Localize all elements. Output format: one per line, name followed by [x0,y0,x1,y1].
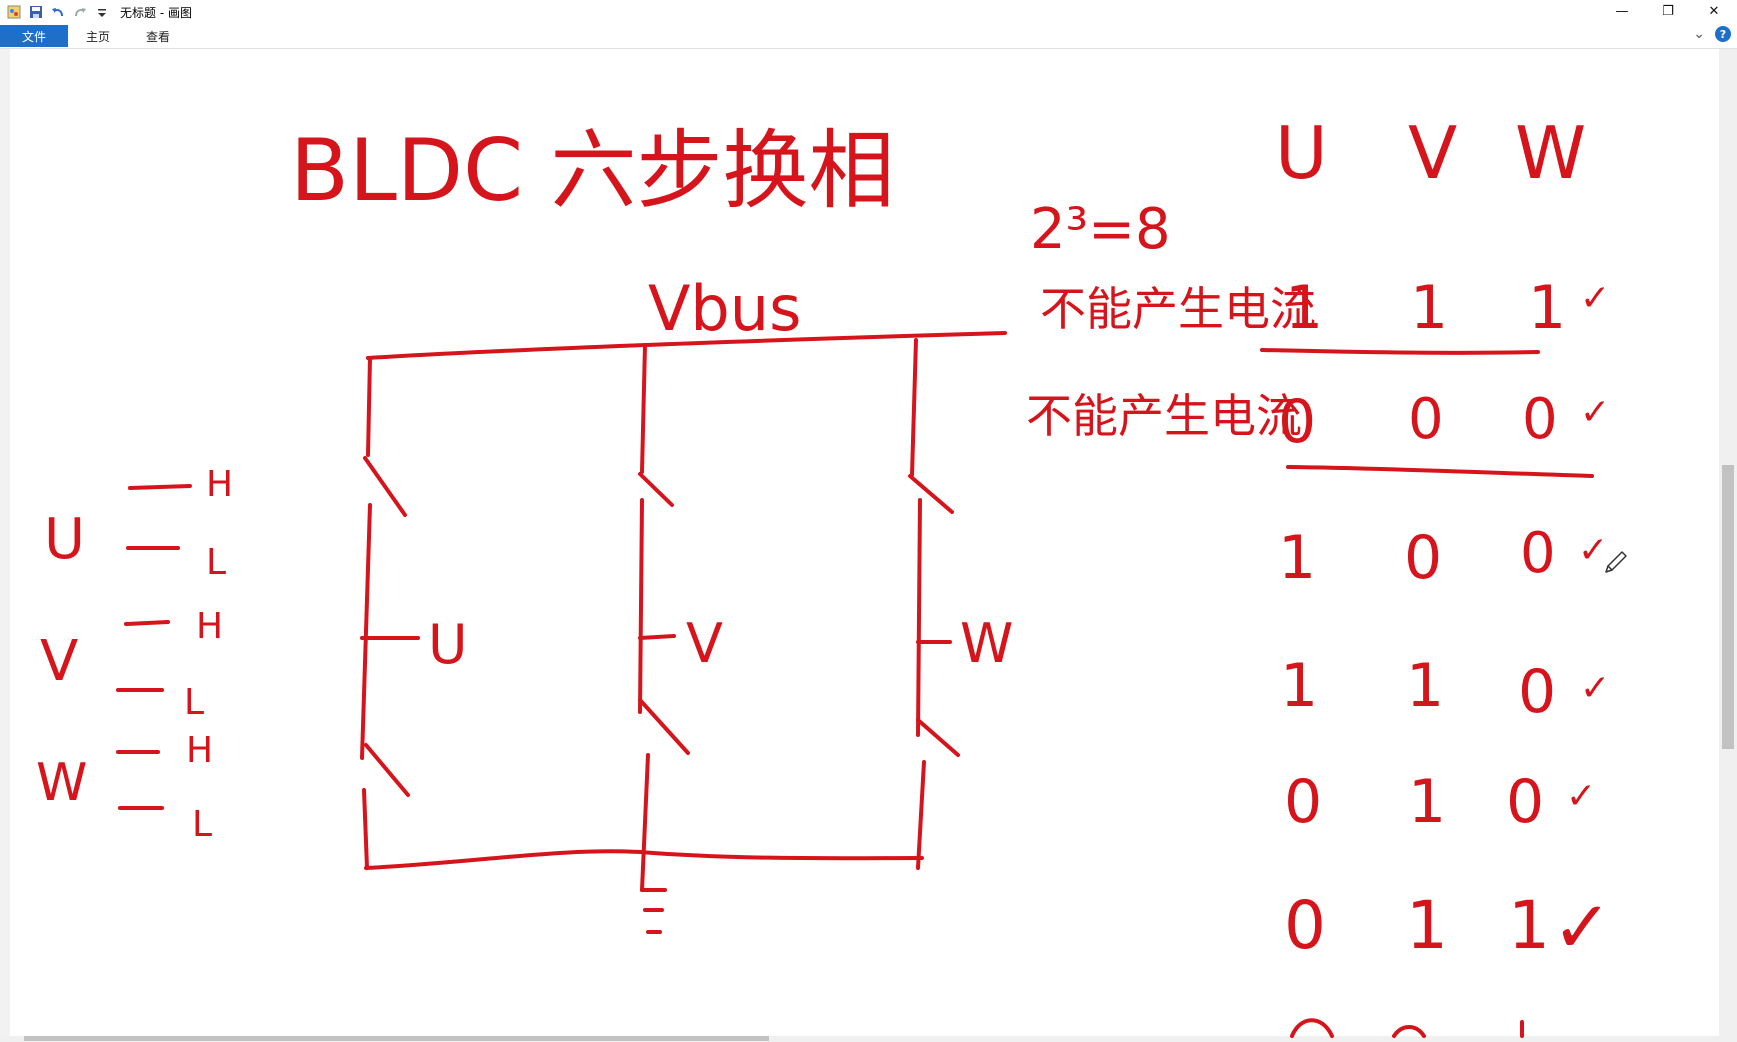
vertical-scroll-thumb[interactable] [1722,465,1734,749]
minimize-button[interactable]: — [1615,3,1629,19]
ribbon-tab-bar: 文件 主页 查看 ⌄ ? [0,24,1737,49]
help-icon[interactable]: ? [1715,26,1731,42]
ribbon-controls: ⌄ ? [1693,26,1731,42]
horizontal-scrollbar[interactable] [0,1036,1719,1042]
tab-home[interactable]: 主页 [86,29,111,44]
tab-file[interactable]: 文件 [0,25,68,47]
window-controls: — ❐ ✕ [1599,0,1737,22]
maximize-button[interactable]: ❐ [1662,3,1674,19]
window-title: 无标题 - 画图 [120,5,192,20]
title-bar: 无标题 - 画图 — ❐ ✕ [0,0,1737,24]
canvas-area [0,49,1719,1038]
quick-access-toolbar [0,4,110,20]
customize-dropdown-icon[interactable] [94,4,110,20]
close-button[interactable]: ✕ [1708,3,1720,19]
drawing-canvas[interactable] [10,49,1719,1038]
redo-icon[interactable] [72,4,88,20]
horizontal-scroll-thumb[interactable] [24,1036,769,1041]
vertical-scrollbar[interactable] [1719,49,1737,1042]
chevron-down-icon[interactable]: ⌄ [1693,26,1705,42]
tab-view[interactable]: 查看 [146,29,171,44]
paint-app-icon[interactable] [6,4,22,20]
save-icon[interactable] [28,4,44,20]
undo-icon[interactable] [50,4,66,20]
